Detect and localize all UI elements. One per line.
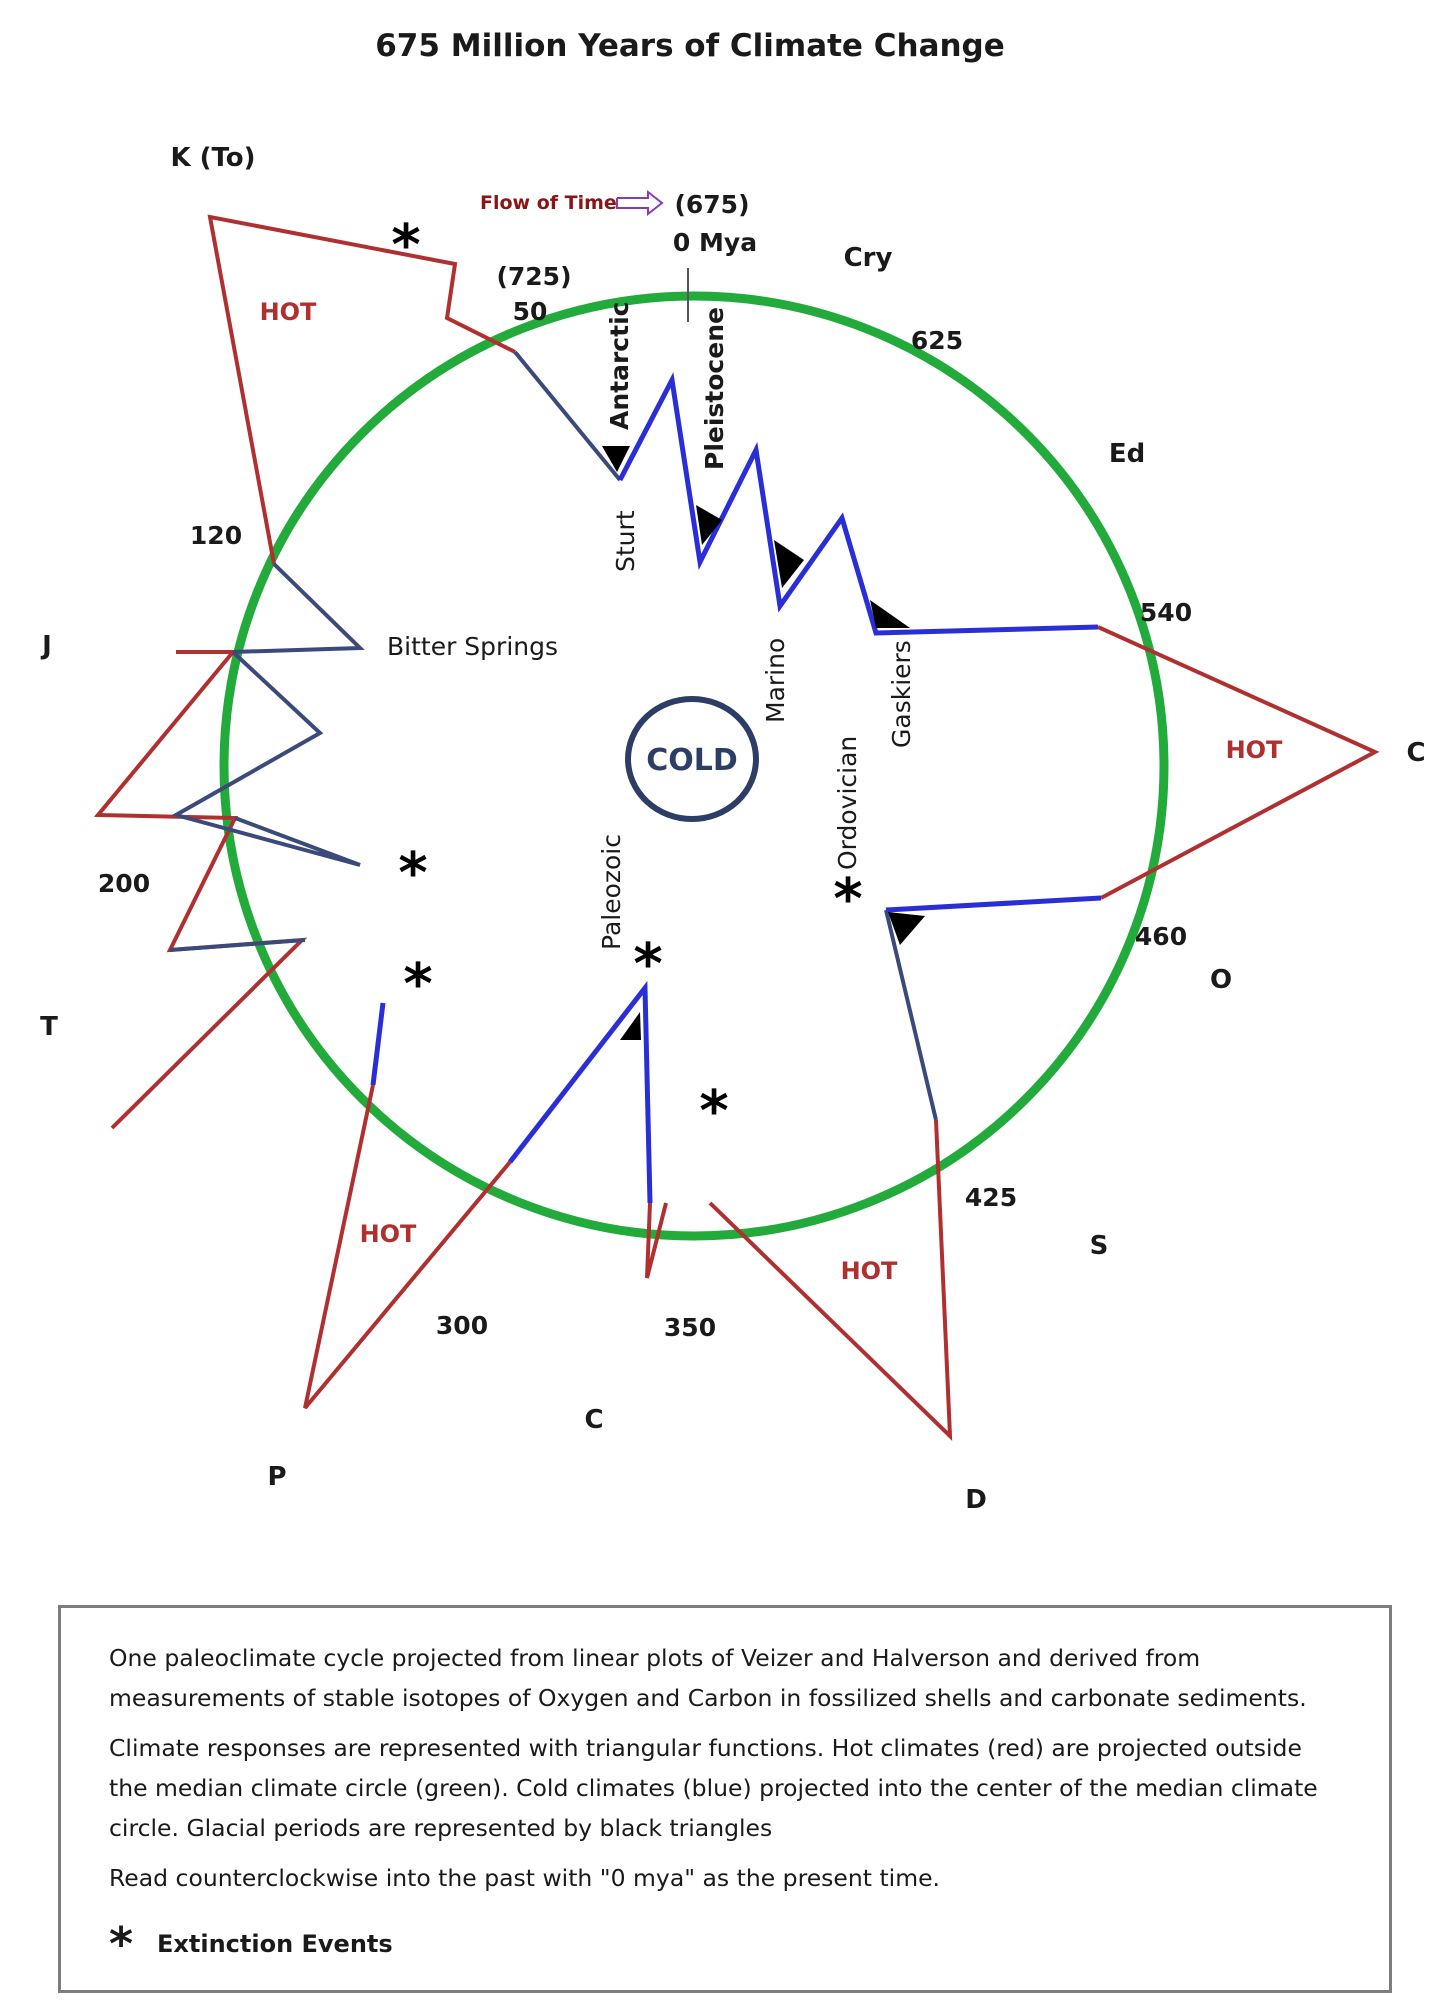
glacial-triangle-antarctic — [602, 446, 630, 472]
cold-line-ordovician — [885, 895, 1102, 913]
hot-label-cambrian: HOT — [1226, 736, 1283, 764]
time-label-0-mya: 0 Mya — [673, 228, 757, 257]
transition-line-top — [513, 350, 622, 482]
glacial-triangle-gaskiers — [870, 600, 910, 628]
hot-line-devonian — [708, 1119, 953, 1441]
time-label-425: 425 — [965, 1183, 1017, 1212]
hot-line-cretaceous — [207, 214, 516, 565]
extinction-mark: * — [391, 213, 420, 278]
time-label-200: 200 — [98, 869, 150, 898]
glacial-triangle-sturt — [696, 505, 722, 545]
flow-arrow-icon — [616, 189, 664, 217]
glacial-label-marino: Marino — [761, 638, 790, 723]
legend-paragraph-sources: One paleoclimate cycle projected from li… — [109, 1644, 1307, 1712]
extinction-mark: * — [398, 841, 427, 906]
hot-label-devonian: HOT — [841, 1257, 898, 1285]
cold-line-permian-tail — [370, 1002, 386, 1086]
period-label-j: J — [40, 631, 52, 661]
transition-line-bitter-springs — [232, 562, 365, 654]
glacial-label-gaskiers: Gaskiers — [887, 640, 916, 748]
glacial-label-bitter-springs: Bitter Springs — [387, 632, 558, 661]
time-label-300: 300 — [436, 1311, 488, 1340]
glacial-period-triangles — [602, 446, 925, 1040]
period-label-o: O — [1210, 965, 1232, 995]
time-label-540: 540 — [1140, 598, 1192, 627]
transition-line-ordovician — [884, 909, 938, 1121]
flow-of-time-label: Flow of Time — [480, 192, 617, 214]
glacial-triangle-ordovician — [888, 912, 925, 945]
glacial-triangle-marino — [774, 540, 804, 588]
hot-climate-lines — [93, 214, 1380, 1441]
hot-line-permian — [303, 1084, 512, 1410]
hot-label-cretaceous: HOT — [260, 298, 317, 326]
extinction-events-label: Extinction Events — [157, 1930, 393, 1958]
cold-line-glacial-sequence — [617, 372, 1099, 636]
transition-line-lower-left — [169, 938, 306, 952]
time-label-625: 625 — [911, 326, 963, 355]
glacial-triangle-paleozoic — [620, 1012, 641, 1040]
time-label-675: (675) — [674, 190, 749, 219]
period-label-cry: Cry — [844, 243, 893, 273]
period-label-c-bottom: C — [584, 1405, 603, 1435]
period-label-t: T — [40, 1012, 58, 1042]
glacial-label-antarctic: Antarctic — [605, 302, 634, 430]
glacial-label-sturt: Sturt — [611, 510, 640, 572]
time-label-50: 50 — [513, 297, 548, 326]
extinction-mark: * — [403, 952, 432, 1017]
transition-lines — [169, 350, 938, 1121]
period-label-d: D — [965, 1485, 987, 1515]
cold-line-paleozoic — [508, 980, 653, 1204]
time-label-460: 460 — [1135, 922, 1187, 951]
extinction-mark: * — [833, 867, 862, 932]
legend-paragraph-reading: Read counterclockwise into the past with… — [109, 1864, 941, 1892]
period-label-ed: Ed — [1109, 439, 1145, 469]
glacial-label-pleistocene: Pleistocene — [700, 307, 729, 470]
cold-climate-lines — [370, 372, 1102, 1204]
period-label-k: K (To) — [170, 143, 255, 173]
extinction-asterisk-icon: * — [109, 1917, 134, 1971]
period-label-p: P — [267, 1462, 286, 1492]
legend-box: One paleoclimate cycle projected from li… — [58, 1605, 1392, 1993]
legend-paragraph-representation: Climate responses are represented with t… — [109, 1734, 1318, 1842]
time-label-725: (725) — [496, 262, 571, 291]
median-climate-circle — [219, 291, 1169, 1241]
hot-label-permian: HOT — [360, 1220, 417, 1248]
extinction-mark: * — [699, 1079, 728, 1144]
transition-line-left — [170, 650, 361, 867]
time-label-120: 120 — [190, 521, 242, 550]
period-label-s: S — [1090, 1231, 1109, 1261]
cold-badge-ellipse — [625, 696, 759, 822]
time-label-350: 350 — [664, 1313, 716, 1342]
hot-line-carboniferous — [645, 1202, 668, 1279]
legend-extinction-row: * Extinction Events — [109, 1917, 1345, 1971]
diagram-title: 675 Million Years of Climate Change — [375, 28, 1005, 64]
glacial-label-ordovician: Ordovician — [833, 736, 862, 870]
cold-label: COLD — [646, 743, 738, 778]
hot-line-cambrian — [1097, 625, 1380, 900]
period-label-c-right: C — [1406, 738, 1425, 768]
glacial-label-paleozoic: Paleozoic — [597, 834, 626, 950]
extinction-mark: * — [633, 932, 662, 997]
